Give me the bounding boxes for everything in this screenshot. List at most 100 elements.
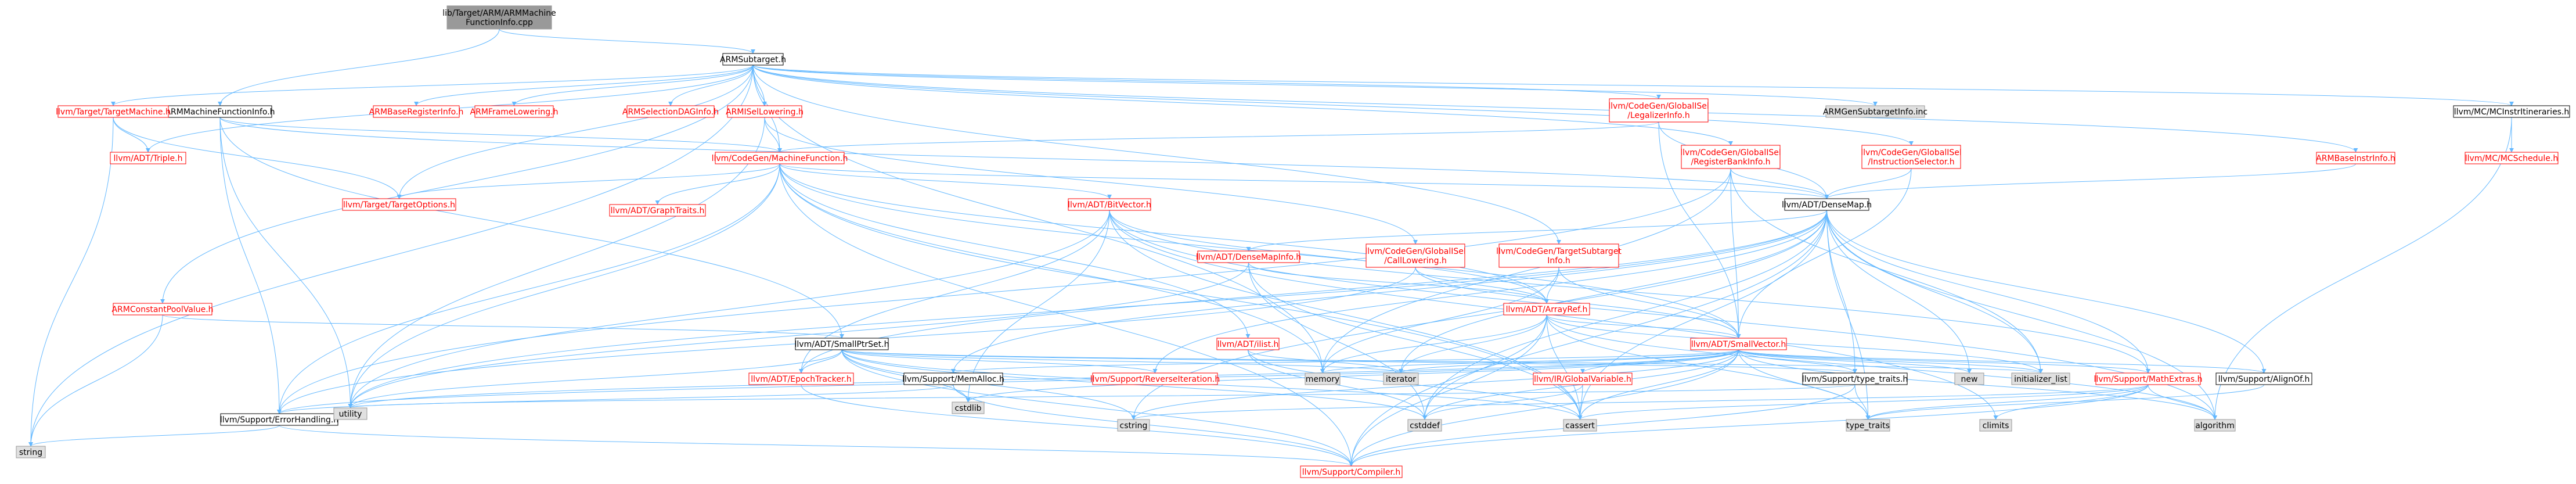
edge-errorhandling-to-compiler xyxy=(279,425,1354,467)
edge-bitvector-to-cstdlib xyxy=(965,210,1110,403)
node-label: llvm/ADT/EpochTracker.h xyxy=(751,375,851,384)
node-basereginfo[interactable]: ARMBaseRegisterInfo.h xyxy=(369,105,464,118)
node-label: llvm/Support/MathExtras.h xyxy=(2094,375,2202,384)
node-memalloc[interactable]: llvm/Support/MemAlloc.h xyxy=(902,372,1004,385)
node-label: Info.h xyxy=(1547,256,1570,266)
edge-bitvector-to-utility xyxy=(348,210,1110,408)
node-label: /RegisterBankInfo.h xyxy=(1691,157,1770,167)
node-graphtraits[interactable]: llvm/ADT/GraphTraits.h xyxy=(609,204,706,217)
edge-isellowering-to-utility xyxy=(348,117,765,408)
edge-alignof-to-type_traits xyxy=(1865,384,2264,420)
edge-root-to-armsubtarget xyxy=(499,28,755,54)
node-box xyxy=(1216,338,1280,350)
node-mcschedule[interactable]: llvm/MC/MCSchedule.h xyxy=(2465,152,2559,164)
node-label: /InstructionSelector.h xyxy=(1868,157,1954,167)
node-mcinstritineraries[interactable]: llvm/MC/MCInstrItineraries.h xyxy=(2453,105,2570,118)
edge-legalizerinfo-to-smallvector xyxy=(1658,121,1741,339)
node-registerbankinfo[interactable]: llvm/CodeGen/GlobalISel/RegisterBankInfo… xyxy=(1680,145,1781,169)
edge-armmfi-to-utility xyxy=(219,117,353,408)
node-targetmachine[interactable]: llvm/Target/TargetMachine.h xyxy=(56,105,171,118)
edge-instructionselector-to-densemap xyxy=(1824,168,1912,199)
node-box xyxy=(952,401,985,414)
node-globalvariable[interactable]: llvm/IR/GlobalVariable.h xyxy=(1533,372,1633,385)
node-mathextras[interactable]: llvm/Support/MathExtras.h xyxy=(2094,372,2203,385)
node-armmfi[interactable]: ARMMachineFunctionInfo.h xyxy=(165,105,275,118)
edge-densemap-to-utility xyxy=(348,210,1827,408)
node-machinefunction[interactable]: llvm/CodeGen/MachineFunction.h xyxy=(712,152,848,164)
edge-memalloc-to-cstdlib xyxy=(953,384,971,403)
node-bitvector[interactable]: llvm/ADT/BitVector.h xyxy=(1068,198,1151,211)
node-box xyxy=(16,446,46,458)
edge-constantpoolvalue-to-smallptrset xyxy=(162,314,844,339)
node-new: new xyxy=(1954,372,1984,385)
node-label: ARMSelectionDAGInfo.h xyxy=(622,107,719,117)
node-label: algorithm xyxy=(2195,421,2235,431)
node-alignof[interactable]: llvm/Support/AlignOf.h xyxy=(2215,372,2312,385)
node-label: FunctionInfo.cpp xyxy=(466,18,533,27)
node-label: llvm/ADT/SmallPtrSet.h xyxy=(795,340,889,349)
node-reverseiteration[interactable]: llvm/Support/ReverseIteration.h xyxy=(1090,372,1220,385)
edge-registerbankinfo-to-initializer_list xyxy=(1730,168,2043,374)
node-algorithm: algorithm xyxy=(2194,419,2236,432)
node-box xyxy=(2095,372,2201,385)
node-label: llvm/Target/TargetOptions.h xyxy=(343,200,455,210)
node-instructionselector[interactable]: llvm/CodeGen/GlobalISel/InstructionSelec… xyxy=(1861,145,1962,169)
node-compiler[interactable]: llvm/Support/Compiler.h xyxy=(1300,465,1403,478)
node-arrayref[interactable]: llvm/ADT/ArrayRef.h xyxy=(1503,303,1590,316)
node-label: llvm/Support/ReverseIteration.h xyxy=(1090,375,1220,384)
edge-legalizerinfo-to-machinefunction xyxy=(777,121,1659,153)
node-box xyxy=(1979,419,2012,432)
edge-armsubtarget-to-targetsubtargetinfo xyxy=(752,64,1561,245)
node-triple[interactable]: llvm/ADT/Triple.h xyxy=(110,152,186,164)
node-densemap[interactable]: llvm/ADT/DenseMap.h xyxy=(1782,198,1872,211)
edge-densemap-to-cstring xyxy=(1131,210,1827,420)
edge-isellowering-to-calllowering xyxy=(764,117,1418,245)
node-basinstrinfo[interactable]: ARMBaseInstrInfo.h xyxy=(2316,152,2395,164)
node-box xyxy=(1117,419,1150,432)
edge-arrayref-to-cstddef xyxy=(1422,314,1547,420)
node-framelowering[interactable]: ARMFrameLowering.h xyxy=(470,105,559,118)
node-seldaginfo[interactable]: ARMSelectionDAGInfo.h xyxy=(622,105,719,118)
edge-memalloc-to-compiler xyxy=(953,384,1354,467)
node-box xyxy=(609,204,706,217)
node-smallvector[interactable]: llvm/ADT/SmallVector.h xyxy=(1690,338,1787,350)
node-isellowering[interactable]: ARMISelLowering.h xyxy=(726,105,804,118)
node-ilist[interactable]: llvm/ADT/ilist.h xyxy=(1216,338,1280,350)
edge-globalvariable-to-cstddef xyxy=(1422,384,1583,420)
node-targetoptions[interactable]: llvm/Target/TargetOptions.h xyxy=(342,198,456,211)
node-legalizerinfo[interactable]: llvm/CodeGen/GlobalISel/LegalizerInfo.h xyxy=(1608,98,1709,123)
node-densemapinfo[interactable]: llvm/ADT/DenseMapInfo.h xyxy=(1196,250,1301,263)
node-label: llvm/CodeGen/GlobalISel xyxy=(1861,148,1962,157)
node-box xyxy=(373,105,460,118)
node-box xyxy=(113,303,212,316)
edge-smallvector-to-iterator xyxy=(1399,349,1739,374)
node-armsubtarget[interactable]: ARMSubtarget.h xyxy=(720,53,786,66)
node-smallptrset[interactable]: llvm/ADT/SmallPtrSet.h xyxy=(795,338,889,350)
edge-armsubtarget-to-targetmachine xyxy=(111,64,754,106)
node-iterator: iterator xyxy=(1383,372,1419,385)
node-cassert: cassert xyxy=(1563,419,1597,432)
node-box xyxy=(474,105,554,118)
edge-mcinstritineraries-to-algorithm xyxy=(2213,117,2512,420)
edge-targetsubtargetinfo-to-memory xyxy=(1320,267,1559,374)
node-constantpoolvalue[interactable]: ARMConstantPoolValue.h xyxy=(111,303,214,316)
node-calllowering[interactable]: llvm/CodeGen/GlobalISel/CallLowering.h xyxy=(1365,243,1466,268)
node-box xyxy=(1092,372,1218,385)
node-box xyxy=(2194,419,2236,432)
node-typetraits_h[interactable]: llvm/Support/type_traits.h xyxy=(1802,372,1908,385)
edge-mathextras-to-compiler xyxy=(1349,384,2149,467)
node-box xyxy=(1784,198,1869,211)
edge-smallptrset-to-utility xyxy=(348,349,842,408)
node-box xyxy=(1609,98,1709,123)
node-box xyxy=(1533,372,1633,385)
edge-densemap-to-new xyxy=(1826,210,1972,374)
edge-registerbankinfo-to-smallvector xyxy=(1730,168,1741,339)
node-errorhandling[interactable]: llvm/Support/ErrorHandling.h xyxy=(220,413,338,426)
node-box xyxy=(2316,152,2395,164)
node-box xyxy=(1825,105,1925,118)
node-label: ARMConstantPoolValue.h xyxy=(111,305,213,314)
node-epochtracker[interactable]: llvm/ADT/EpochTracker.h xyxy=(748,372,854,385)
node-box xyxy=(2215,372,2312,385)
node-label: llvm/ADT/Triple.h xyxy=(114,154,183,163)
